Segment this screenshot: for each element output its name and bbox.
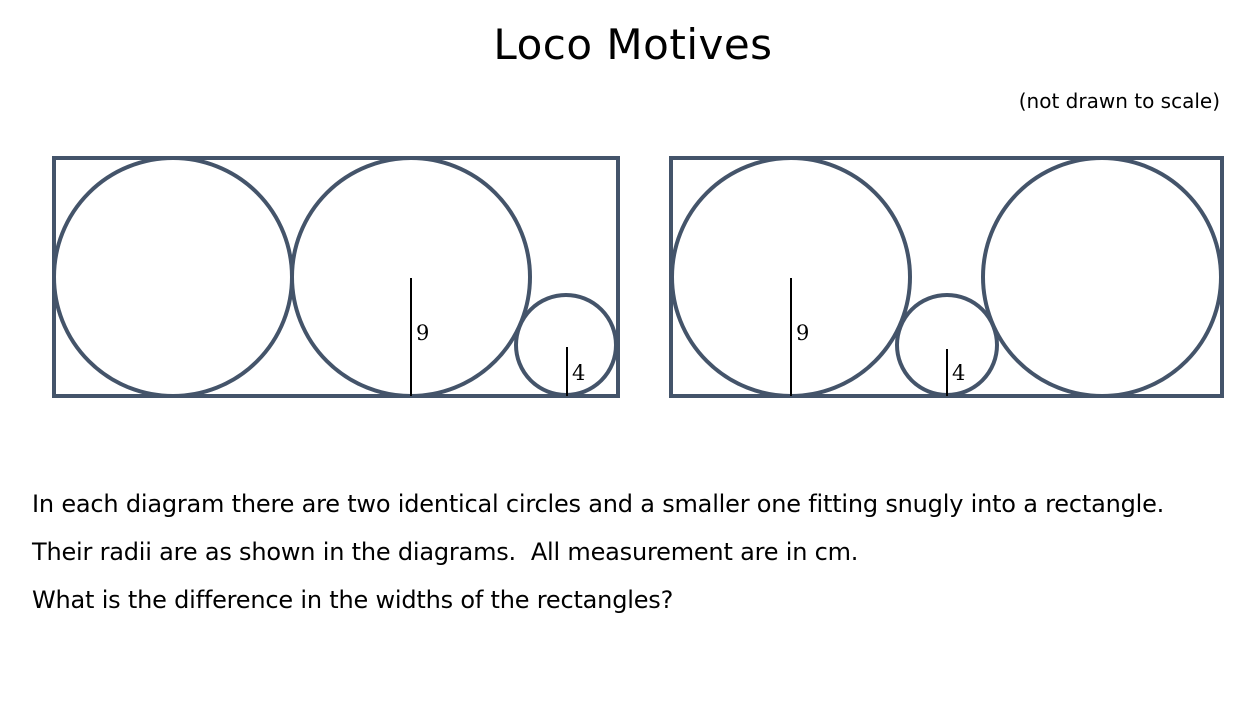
left-diagram: 9 4 xyxy=(52,156,620,398)
left-large-radius-label: 9 xyxy=(416,321,429,345)
scale-note: (not drawn to scale) xyxy=(1018,89,1220,113)
question-line-1: In each diagram there are two identical … xyxy=(32,490,1165,518)
page-title: Loco Motives xyxy=(493,20,773,69)
right-large-circle-2 xyxy=(981,156,1223,398)
left-rectangle xyxy=(52,156,620,398)
left-small-radius-label: 4 xyxy=(572,361,585,385)
question-line-2: Their radii are as shown in the diagrams… xyxy=(32,538,859,566)
right-diagram: 9 4 xyxy=(669,156,1224,398)
left-large-circle-1 xyxy=(52,156,294,398)
right-small-radius-label: 4 xyxy=(952,361,965,385)
question-line-3: What is the difference in the widths of … xyxy=(32,586,674,614)
right-large-radius-label: 9 xyxy=(796,321,809,345)
